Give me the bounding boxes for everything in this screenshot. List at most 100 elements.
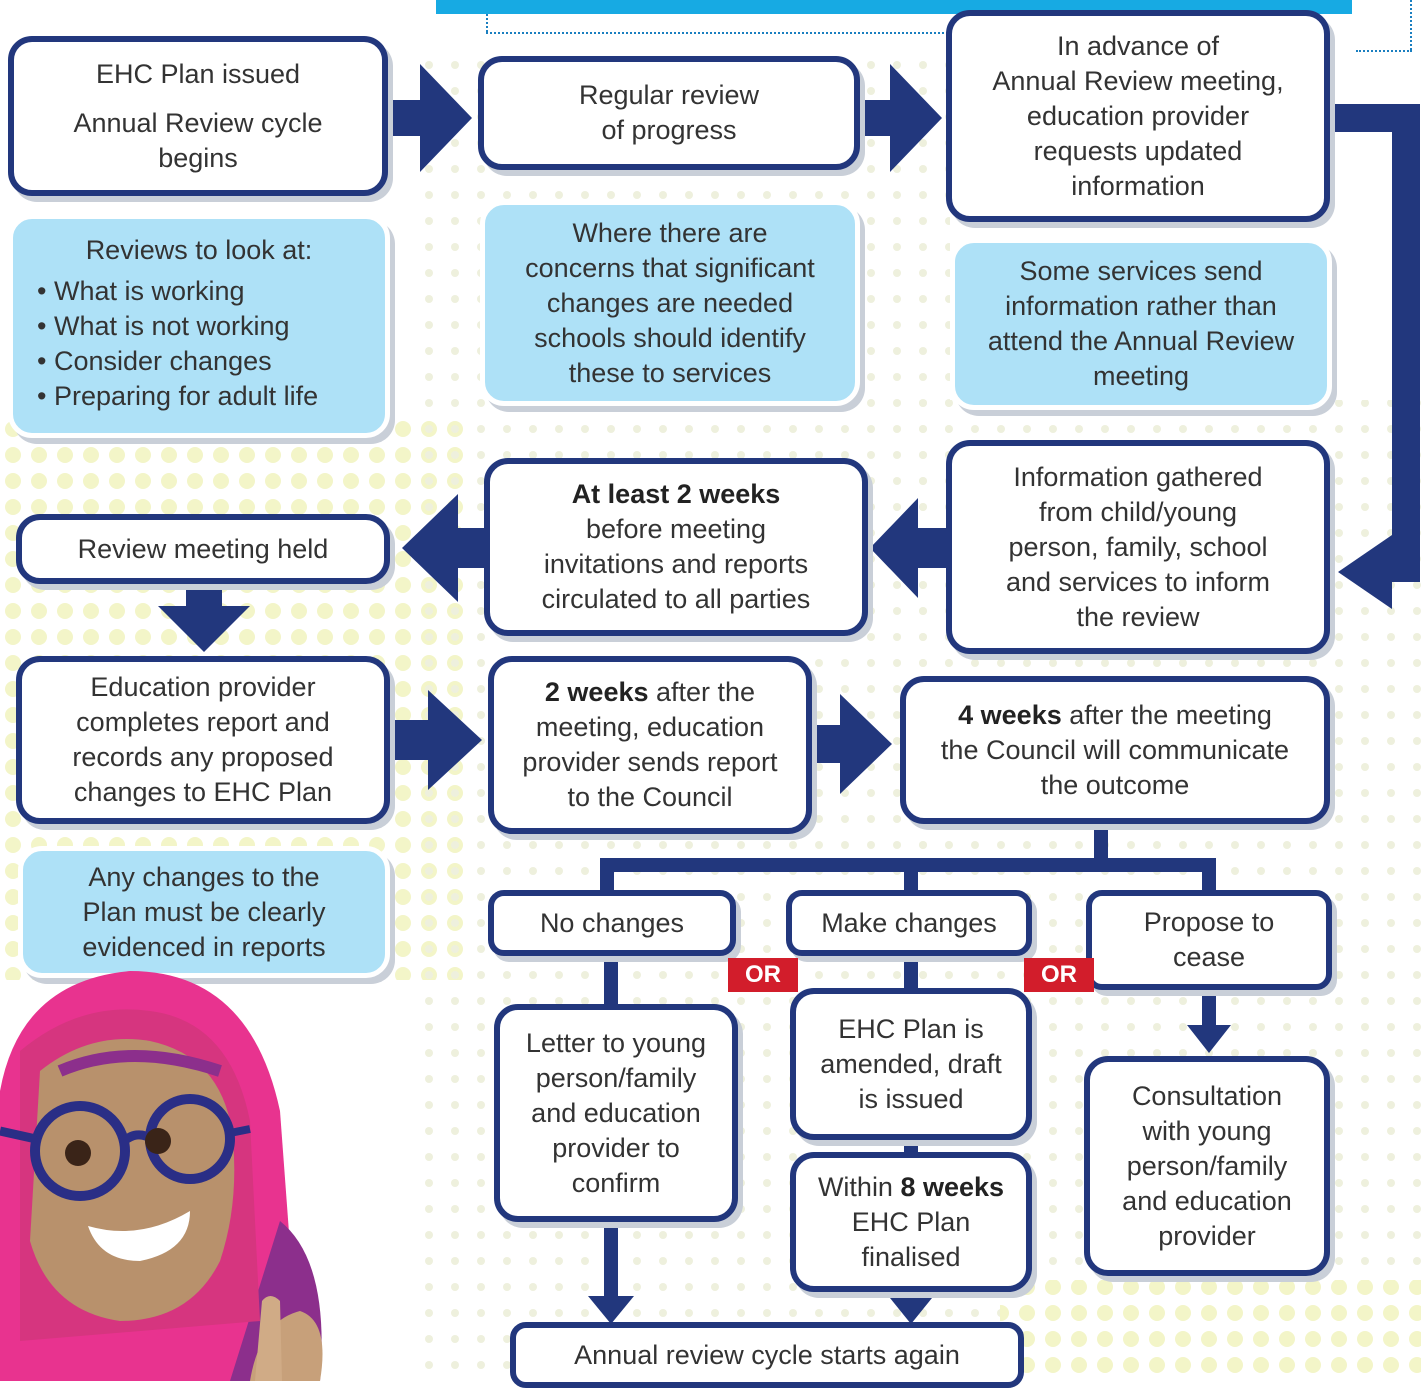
branch-drop — [904, 858, 918, 898]
box-education-provider-report: Education provider completes report and … — [16, 656, 390, 824]
box-2-weeks-after: 2 weeks after the meeting, education pro… — [488, 656, 812, 834]
note-text: Where there are — [572, 217, 768, 248]
box-text: from child/young — [1038, 496, 1238, 527]
box-text: provider — [1158, 1220, 1256, 1251]
box-text: the review — [1076, 601, 1200, 632]
box-text: the Council will communicate — [940, 734, 1290, 765]
box-text: Education provider — [90, 672, 316, 702]
bold-text: 8 weeks — [900, 1171, 1005, 1202]
box-text: and education — [531, 1097, 701, 1128]
box-ehc-plan-amended: EHC Plan is amended, draft is issued — [790, 988, 1032, 1140]
box-text: Within — [817, 1171, 901, 1202]
box-text: person/family — [1126, 1150, 1288, 1181]
note-text: meeting — [1092, 361, 1190, 391]
box-text: In advance of — [1056, 30, 1220, 61]
arrow-left-3 — [1338, 535, 1420, 609]
box-text: Letter to young — [525, 1027, 707, 1058]
box-text: EHC Plan — [851, 1206, 971, 1237]
note-changes-evidenced: Any changes to the Plan must be clearly … — [18, 846, 390, 978]
box-text: the outcome — [1040, 769, 1190, 800]
character-illustration — [0, 971, 323, 1381]
arrow-down-6 — [158, 582, 250, 652]
connector-right — [1392, 104, 1420, 582]
box-text: Consultation — [1131, 1080, 1283, 1111]
note-text: attend the Annual Review — [987, 326, 1295, 356]
arrow-down — [890, 1298, 932, 1324]
box-text: EHC Plan is — [838, 1013, 984, 1044]
note-title: Reviews to look at: — [85, 235, 313, 265]
box-text: invitations and reports — [543, 549, 809, 579]
box-text: education provider — [1026, 100, 1250, 131]
dotted-connector — [486, 14, 488, 32]
box-consultation: Consultation with young person/family an… — [1084, 1056, 1330, 1276]
connector — [904, 952, 918, 992]
or-label: OR — [728, 958, 798, 992]
box-text: person/family — [535, 1062, 697, 1093]
box-text: provider to — [552, 1132, 680, 1163]
note-text: information rather than — [1005, 291, 1277, 321]
note-text: Any changes to the — [88, 861, 320, 892]
branch-stem — [1094, 820, 1108, 865]
box-text: Annual Review meeting, — [992, 65, 1284, 96]
connector — [604, 952, 618, 1008]
box-4-weeks-after: 4 weeks after the meeting the Council wi… — [900, 676, 1330, 824]
note-text: Some services send — [1019, 256, 1263, 286]
box-text: records any proposed — [72, 742, 334, 772]
box-propose-to-cease: Propose to cease — [1086, 890, 1332, 990]
note-services-send-info: Some services send information rather th… — [950, 238, 1332, 410]
box-text: requests updated — [1033, 135, 1243, 166]
arrow-down — [1187, 1025, 1231, 1053]
connector — [1202, 985, 1216, 1025]
arrow-right-8 — [812, 694, 892, 794]
box-text: provider sends report — [522, 747, 778, 777]
box-no-changes: No changes — [488, 890, 736, 956]
note-concerns: Where there are concerns that significan… — [480, 200, 860, 406]
note-text: Plan must be clearly — [82, 896, 326, 927]
box-text: begins — [158, 142, 238, 173]
dotted-connector — [1356, 50, 1412, 52]
note-text: schools should identify — [534, 322, 806, 353]
or-label: OR — [1024, 958, 1094, 992]
box-text: after the meeting — [1061, 699, 1272, 730]
box-text: with young — [1142, 1115, 1272, 1146]
bold-text: 2 weeks — [544, 677, 649, 707]
dotted-connector — [486, 32, 948, 34]
box-text: EHC Plan issued — [95, 58, 301, 89]
box-text: Propose to — [1143, 907, 1275, 937]
box-text: Regular review — [578, 80, 760, 110]
box-text: person, family, school — [1008, 531, 1268, 562]
box-text: Annual review cycle starts again — [574, 1339, 960, 1370]
box-make-changes: Make changes — [786, 890, 1032, 956]
box-within-8-weeks: Within 8 weeks EHC Plan finalised — [790, 1152, 1032, 1292]
list-item: Consider changes — [37, 344, 369, 379]
box-text: before meeting — [585, 514, 767, 544]
box-regular-review: Regular review of progress — [478, 56, 860, 170]
arrow-right-2 — [858, 64, 942, 172]
box-text: Review meeting held — [77, 533, 329, 564]
box-ehc-plan-issued: EHC Plan issued Annual Review cycle begi… — [8, 36, 388, 196]
box-text: finalised — [861, 1241, 961, 1272]
branch-drop — [600, 858, 614, 898]
box-text: amended, draft — [820, 1048, 1002, 1079]
box-text: and education — [1122, 1185, 1292, 1216]
box-text: meeting, education — [535, 712, 765, 742]
box-information-gathered: Information gathered from child/young pe… — [946, 440, 1330, 654]
box-text: Information gathered — [1013, 461, 1263, 492]
box-letter-to-young-person: Letter to young person/family and educat… — [494, 1004, 738, 1222]
box-text: completes report and — [76, 707, 330, 737]
dotted-connector — [1410, 0, 1412, 50]
list-item: What is working — [37, 274, 369, 309]
box-text: information — [1071, 170, 1205, 201]
note-text: these to services — [568, 357, 772, 388]
arrow-right-1 — [388, 64, 472, 172]
arrow-down — [588, 1296, 634, 1324]
arrow-right-7 — [388, 690, 482, 790]
list-item: Preparing for adult life — [37, 379, 369, 414]
box-annual-review-restart: Annual review cycle starts again — [510, 1322, 1024, 1388]
connector — [604, 1218, 618, 1300]
note-reviews-to-look-at: Reviews to look at: What is working What… — [8, 214, 390, 438]
box-text: Make changes — [821, 907, 997, 938]
note-text: evidenced in reports — [82, 931, 326, 962]
branch-drop — [1202, 858, 1216, 898]
bold-text: At least 2 weeks — [571, 479, 781, 509]
